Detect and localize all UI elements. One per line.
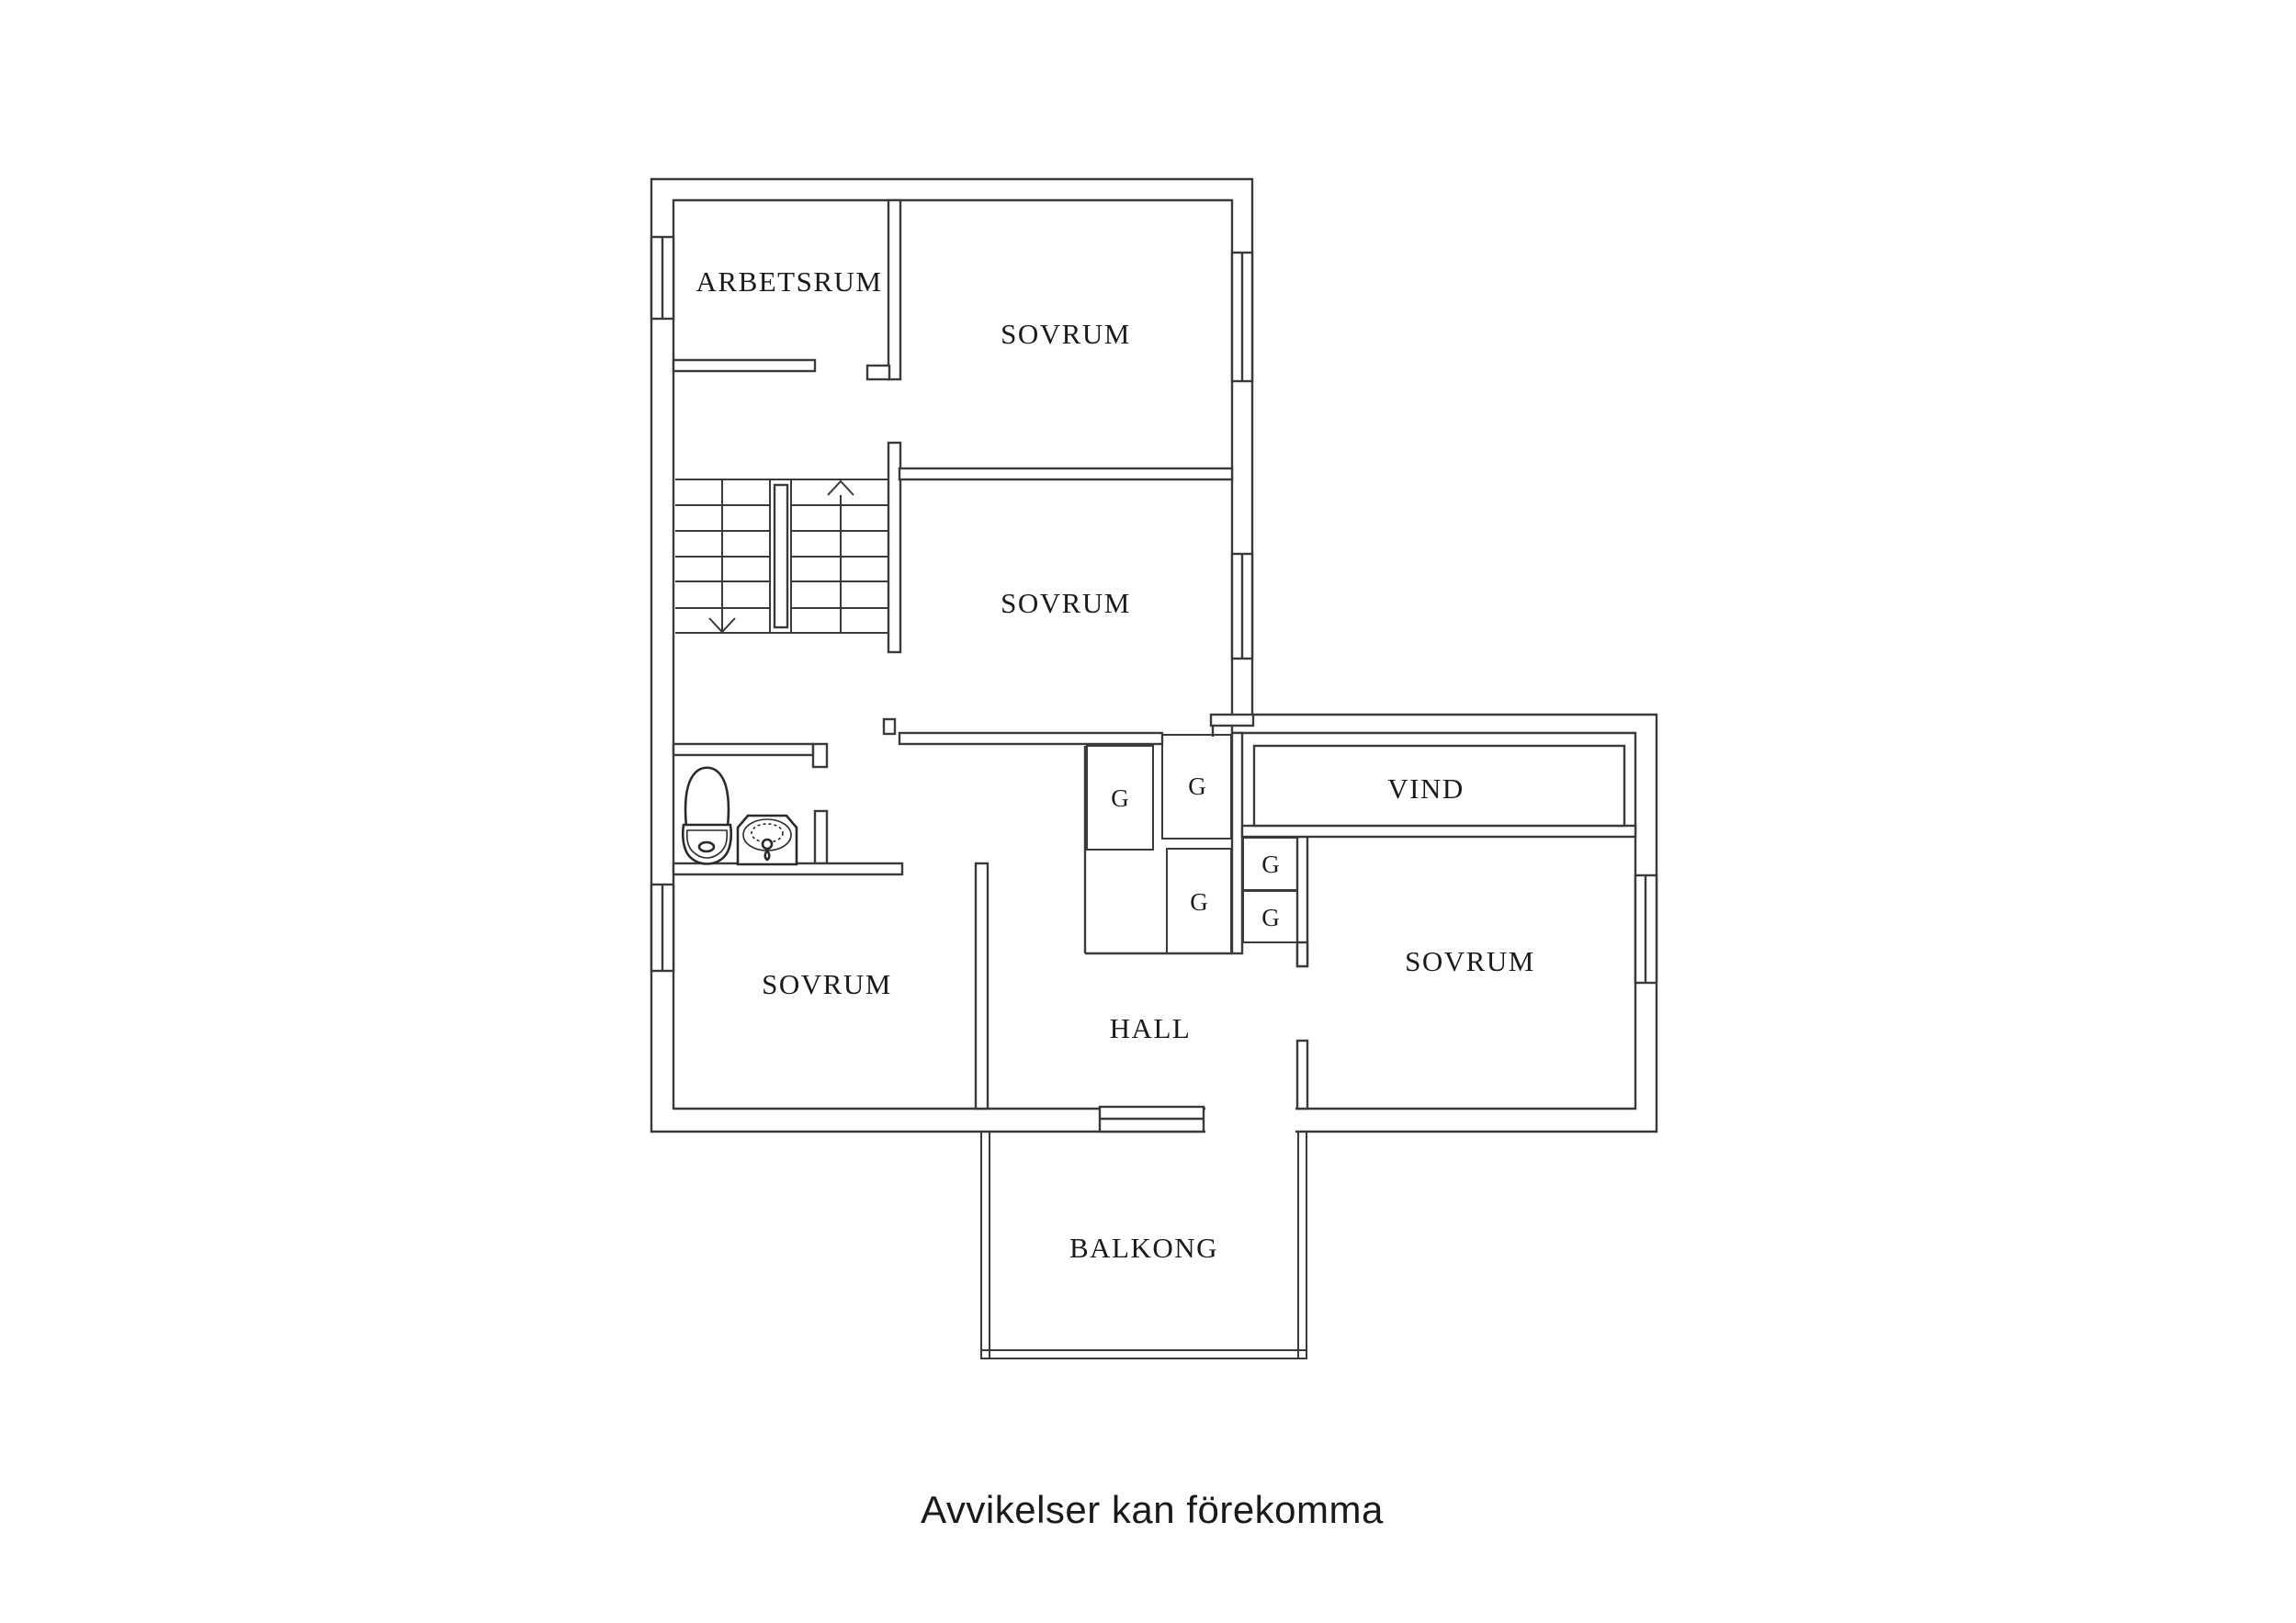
room-label-balkong: BALKONG [1069, 1232, 1218, 1264]
vind-room-outline [1252, 744, 1626, 828]
room-label-sovrum-top: SOVRUM [1001, 318, 1131, 350]
interior-walls [672, 198, 1637, 1110]
closet-label-1: G [1111, 784, 1129, 812]
room-label-sovrum-lower: SOVRUM [762, 968, 892, 1000]
closet-boxes [1083, 734, 1309, 968]
exterior-walls [650, 177, 1658, 1133]
disclaimer-text: Avvikelser kan förekomma [921, 1488, 1384, 1531]
sink-icon [736, 814, 798, 866]
room-label-arbetsrum: ARBETSRUM [696, 265, 883, 298]
closet-label-3: G [1190, 888, 1208, 916]
staircase [675, 479, 889, 634]
room-label-hall: HALL [1110, 1012, 1192, 1044]
stair-down-arrow-icon [708, 617, 736, 634]
closet-label-4: G [1261, 851, 1280, 878]
toilet-icon [681, 766, 733, 865]
windows [650, 235, 1658, 985]
closet-label-2: G [1188, 772, 1206, 800]
room-label-sovrum-mid: SOVRUM [1001, 587, 1131, 619]
stair-center-rail [773, 483, 789, 629]
room-label-vind: VIND [1387, 772, 1465, 805]
balcony [980, 1131, 1307, 1359]
balcony-doorway [1098, 1105, 1295, 1135]
room-label-sovrum-right: SOVRUM [1405, 945, 1535, 977]
stair-steps [675, 504, 889, 609]
stair-up-arrow-icon [827, 479, 854, 496]
closet-label-5: G [1261, 904, 1280, 931]
